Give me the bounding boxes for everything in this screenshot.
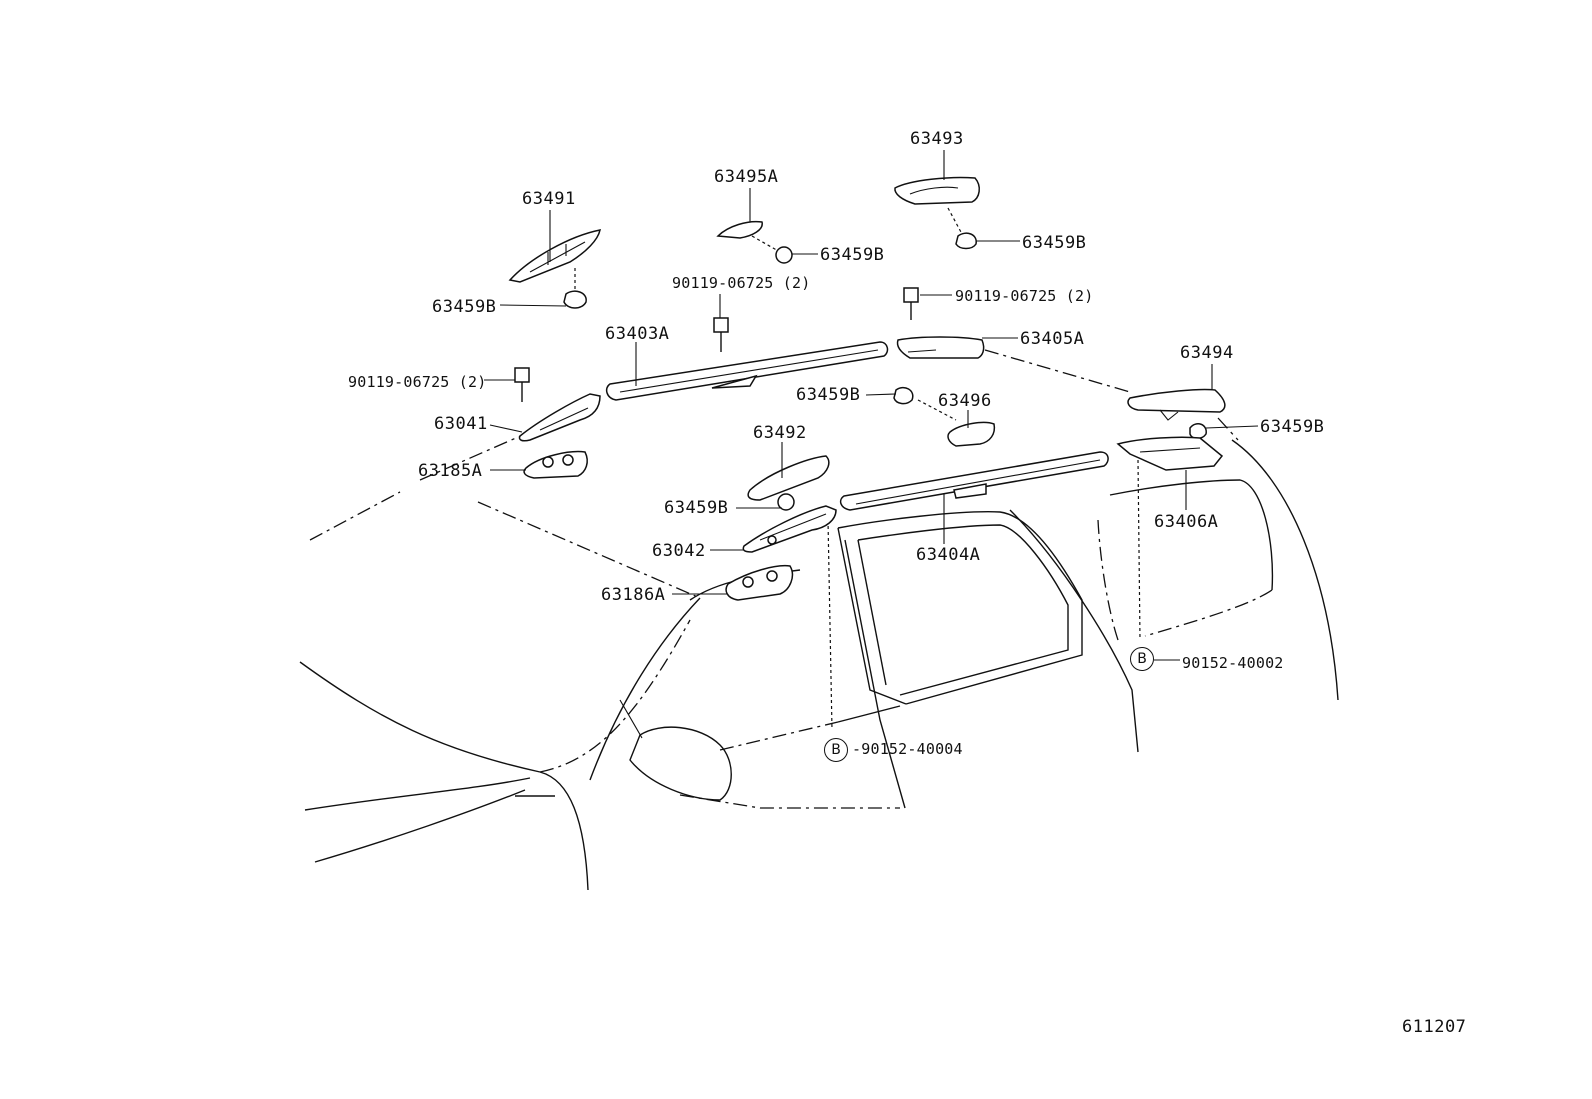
bolt-90119-a[interactable] [713, 317, 729, 352]
part-63459B-clip-b[interactable] [775, 246, 793, 264]
label-63406A: 63406A [1154, 512, 1219, 532]
part-63042-leg[interactable] [742, 505, 837, 553]
label-63041: 63041 [434, 414, 488, 434]
marker-b-front: B [824, 738, 848, 762]
label-63042: 63042 [652, 541, 706, 561]
label-63459B-c: 63459B [1022, 233, 1087, 253]
label-63186A: 63186A [601, 585, 666, 605]
part-63459B-clip-a[interactable] [563, 290, 587, 309]
part-63494-cover[interactable] [1127, 388, 1226, 421]
label-63491: 63491 [522, 189, 576, 209]
marker-b-rear: B [1130, 647, 1154, 671]
part-63185A-base[interactable] [523, 450, 588, 479]
part-63496-pad[interactable] [947, 421, 996, 447]
part-63405A-end[interactable] [896, 336, 985, 359]
assembly-guides [574, 207, 1195, 731]
diagram-code: 611207 [1402, 1017, 1467, 1037]
label-clip-90152-40002: 90152-40002 [1182, 654, 1284, 672]
label-63495A: 63495A [714, 167, 779, 187]
label-63459B-b: 63459B [820, 245, 885, 265]
leader-lines [484, 150, 1259, 661]
part-63459B-clip-e[interactable] [893, 386, 914, 405]
part-63406A-end[interactable] [1116, 436, 1224, 471]
label-63459B-e: 63459B [796, 385, 861, 405]
part-63404A-rail[interactable] [839, 451, 1109, 511]
bolt-90119-b[interactable] [903, 287, 919, 320]
label-63459B-f: 63459B [664, 498, 729, 518]
part-63492-cover[interactable] [747, 455, 830, 501]
label-63185A: 63185A [418, 461, 483, 481]
part-63495A-cover[interactable] [716, 220, 763, 239]
part-63041-leg[interactable] [518, 393, 601, 442]
label-63496: 63496 [938, 391, 992, 411]
car-body-outline [299, 349, 1339, 891]
label-63405A: 63405A [1020, 329, 1085, 349]
label-63494: 63494 [1180, 343, 1234, 363]
part-63459B-clip-d[interactable] [1189, 423, 1207, 440]
part-63403A-rail[interactable] [605, 341, 889, 401]
part-63186A-base[interactable] [725, 564, 794, 601]
label-63493: 63493 [910, 129, 964, 149]
part-63459B-clip-c[interactable] [955, 232, 977, 250]
label-bolt-c: 90119-06725 (2) [348, 373, 487, 391]
label-clip-90152-40004: -90152-40004 [852, 740, 963, 758]
label-bolt-b: 90119-06725 (2) [955, 287, 1094, 305]
bolt-90119-c[interactable] [514, 367, 530, 402]
label-63459B-d: 63459B [1260, 417, 1325, 437]
label-63404A: 63404A [916, 545, 981, 565]
label-63403A: 63403A [605, 324, 670, 344]
label-bolt-a: 90119-06725 (2) [672, 274, 811, 292]
part-63459B-clip-f[interactable] [777, 493, 795, 511]
part-63493-cover[interactable] [894, 176, 980, 205]
label-63492: 63492 [753, 423, 807, 443]
part-63491-cover[interactable] [508, 229, 601, 283]
label-63459B-a: 63459B [432, 297, 497, 317]
